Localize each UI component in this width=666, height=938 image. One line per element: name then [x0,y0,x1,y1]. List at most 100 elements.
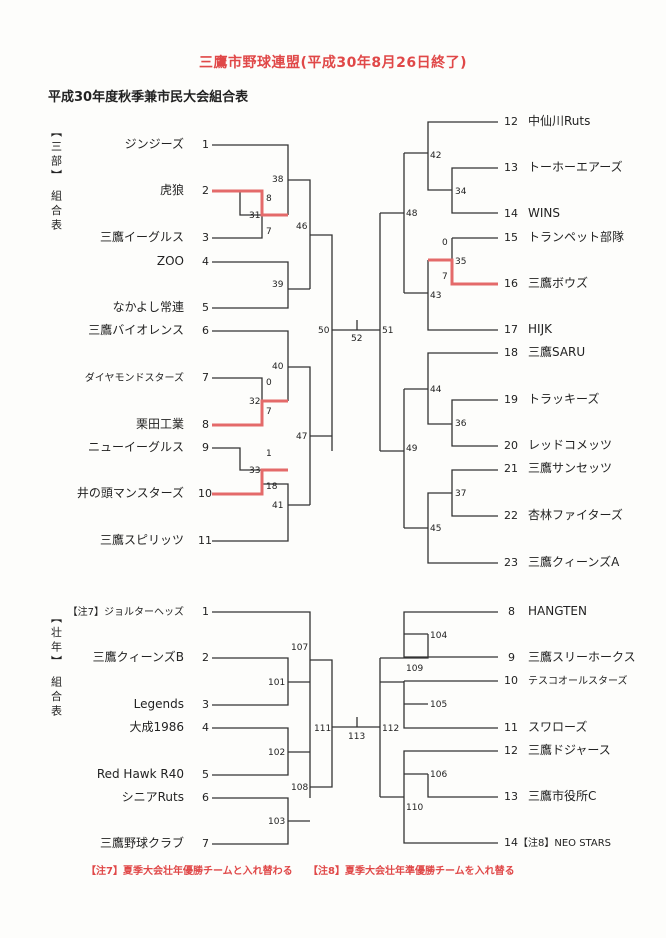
team-seed: 4 [202,255,209,268]
team-name: なかよし常連 [113,300,184,314]
bracket-line [212,483,289,542]
match-number: 103 [268,817,285,827]
match-number: 106 [430,770,447,780]
team-seed: 4 [202,721,209,734]
match-numbers-sanbu: 31 32 33 34 35 36 37 38 39 40 41 42 43 4… [249,151,467,534]
division-label-sonen: 【 壮 年 】 組 合 表 [50,612,63,717]
bracket-line [404,352,498,447]
team-seed: 3 [202,231,209,244]
team-name: ニューイーグルス [88,440,184,454]
team-seed: 16 [504,277,518,290]
team-seed: 22 [504,509,518,522]
match-number: 47 [296,432,307,442]
team-seed: 5 [202,768,209,781]
match-number: 105 [430,700,447,710]
team-seed: 2 [202,184,209,197]
page-title: 三鷹市野球連盟(平成30年8月26日終了) [198,55,467,71]
team-name: シニアRuts [122,790,184,804]
team-name: HIJK [528,322,553,336]
match-number: 46 [296,222,308,232]
match-number: 44 [430,385,442,395]
score: 0 [266,378,272,388]
division-label-bottom: 組 合 表 [50,676,63,717]
team-seed: 12 [504,744,518,757]
bracket-line [451,237,498,260]
bracket-line [380,680,498,729]
team-name: WINS [528,206,560,220]
bracket-line [404,121,498,214]
team-name: 三鷹サンセッツ [528,460,612,475]
bracket-lines-sonen [212,611,498,845]
match-number: 48 [406,209,418,219]
bracket-line [380,750,498,844]
bracket-line [212,213,263,239]
winner-line-31 [212,189,288,217]
score: 7 [266,407,272,417]
team-list-right-sonen: 8 HANGTEN 9 三鷹スリーホークス 10 テスコオールスターズ 11 ス… [504,604,636,849]
bracket-line [212,405,263,426]
match-number: 107 [291,643,308,653]
team-name: トランペット部隊 [528,229,624,244]
bracket-line [212,611,311,728]
match-number: 109 [406,664,423,674]
team-seed: 11 [198,534,212,547]
team-name: 井の頭マンスターズ [77,485,184,500]
match-numbers-sonen: 101 102 103 104 105 106 107 108 109 110 … [268,631,447,827]
match-number: 34 [455,187,467,197]
match-number: 51 [382,326,393,336]
team-name: Red Hawk R40 [97,767,184,781]
match-number: 45 [430,524,441,534]
team-name: 栗田工業 [136,417,184,431]
team-seed: 18 [504,346,518,359]
team-seed: 8 [508,605,515,618]
division-label-top: 【 壮 年 】 [50,612,63,667]
team-seed: 3 [202,698,209,711]
team-name: ダイヤモンドスターズ [85,371,184,384]
match-number: 49 [406,444,418,454]
team-seed: 23 [504,556,518,569]
match-number: 38 [272,175,284,185]
team-name: 三鷹ドジャース [528,742,611,757]
match-number: 113 [348,732,365,742]
team-seed: 21 [504,462,518,475]
winner-line-35 [428,258,498,286]
team-seed: 1 [202,605,209,618]
team-seed: 17 [504,323,518,336]
division-label-bottom: 組 合 表 [50,190,63,231]
match-number: 52 [351,334,362,344]
team-seed: 9 [508,651,515,664]
team-name: 三鷹イーグルス [100,229,184,244]
team-seed: 13 [504,790,518,803]
bracket-line [212,727,310,776]
match-number: 102 [268,748,285,758]
team-name: 中仙川Ruts [528,113,590,128]
team-seed: 6 [202,791,209,804]
score: 0 [442,238,448,248]
team-name: Legends [134,697,184,711]
bracket-line [288,366,311,505]
team-seed: 6 [202,324,209,337]
team-seed: 7 [202,371,209,384]
team-list-left-sanbu: ジンジーズ 1 虎狼 2 三鷹イーグルス 3 ZOO 4 なかよし常連 5 三鷹… [77,136,212,547]
match-number: 33 [249,466,260,476]
team-seed: 1 [202,138,209,151]
team-seed: 5 [202,301,209,314]
team-name: トラッキーズ [528,391,599,406]
team-name: トーホーエアーズ [528,159,623,174]
winner-line-33 [212,468,288,496]
team-seed: 2 [202,651,209,664]
team-name: テスコオールスターズ [528,674,628,687]
winner-path-sanbu [212,189,498,496]
match-number: 108 [291,783,308,793]
team-seed: 13 [504,161,518,174]
team-name: 三鷹バイオレンス [88,322,184,337]
match-number: 40 [272,362,284,372]
division-label-sanbu: 【 三 部 】 組 合 表 [50,126,63,231]
score: 8 [266,194,272,204]
match-number: 111 [314,724,331,734]
bracket-line [310,659,333,788]
match-number: 43 [430,291,441,301]
team-list-left-sonen: 【注7】ジョルターヘッズ 1 三鷹クィーンズB 2 Legends 3 大成19… [68,605,209,850]
